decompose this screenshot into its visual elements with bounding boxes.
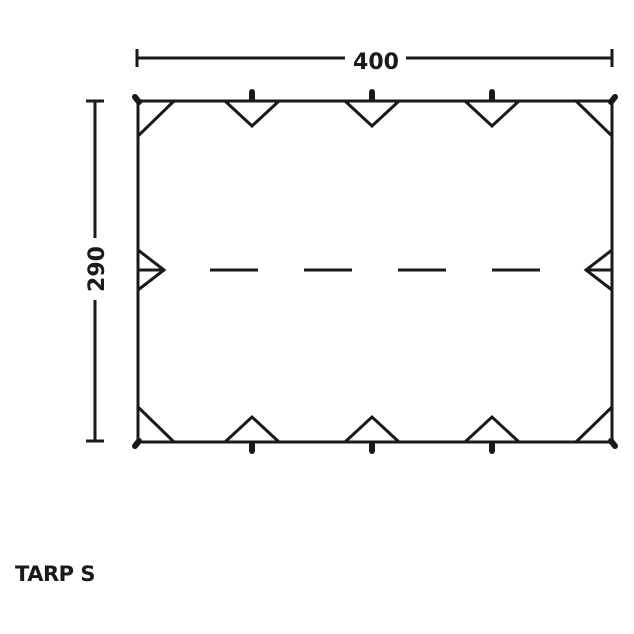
- bottom-edge-patches: [223, 414, 521, 444]
- tarp-outline: [136, 99, 614, 444]
- product-name: TARP S: [15, 562, 95, 586]
- height-label: 290: [85, 246, 110, 292]
- top-edge-patches: [223, 99, 521, 129]
- side-patches: [137, 248, 613, 292]
- corner-reinforcements: [136, 99, 614, 444]
- width-label: 400: [353, 50, 399, 75]
- width-dimension-line: [135, 49, 614, 67]
- height-dimension-line: [86, 99, 104, 443]
- attachment-loops: [132, 89, 618, 454]
